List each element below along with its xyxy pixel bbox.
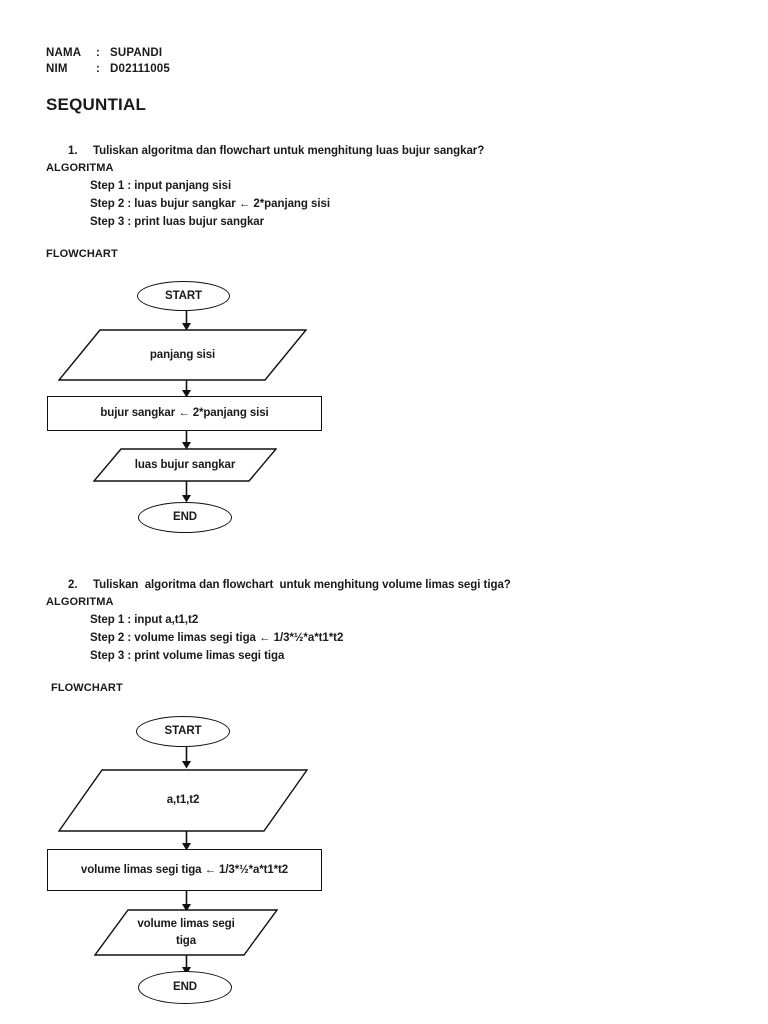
flowchart-1-connector-process-output <box>180 430 193 450</box>
flowchart-2-start-node: START <box>136 716 230 747</box>
student-name-value: SUPANDI <box>110 47 163 59</box>
student-nim-label: NIM <box>46 63 68 75</box>
question-2-number: 2. <box>68 579 78 591</box>
flowchart-1-connector-start-input <box>180 311 193 331</box>
question-2-algoritma-label: ALGORITMA <box>46 596 114 608</box>
question-1-step-3: Step 3 : print luas bujur sangkar <box>90 216 265 228</box>
page-title: SEQUNTIAL <box>46 95 147 114</box>
question-2-text: Tuliskan algoritma dan flowchart untuk m… <box>93 579 511 591</box>
flowchart-2-process-node: volume limas segi tiga ← 1/3*½*a*t1*t2 <box>47 849 322 891</box>
student-name-label: NAMA <box>46 47 82 59</box>
question-1-number: 1. <box>68 145 78 157</box>
question-1-text: Tuliskan algoritma dan flowchart untuk m… <box>93 145 485 157</box>
flowchart-2-start-label: START <box>164 725 202 738</box>
flowchart-1-connector-output-end <box>180 481 193 503</box>
flowchart-2-end-node: END <box>138 971 232 1004</box>
flowchart-2-connector-start-input <box>180 747 193 769</box>
question-2-step-3: Step 3 : print volume limas segi tiga <box>90 650 285 662</box>
question-2-step-1: Step 1 : input a,t1,t2 <box>90 614 199 626</box>
flowchart-2-connector-process-output <box>180 890 193 912</box>
flowchart-2-connector-input-process <box>180 831 193 851</box>
flowchart-1-connector-input-process <box>180 380 193 398</box>
question-1-algoritma-label: ALGORITMA <box>46 162 114 174</box>
flowchart-2-process-label: volume limas segi tiga ← 1/3*½*a*t1*t2 <box>80 863 289 876</box>
student-nim-value: D02111005 <box>110 63 171 75</box>
flowchart-2-input-node: a,t1,t2 <box>58 769 308 832</box>
student-nim-separator: : <box>96 63 101 75</box>
student-name-separator: : <box>96 47 101 59</box>
question-2-flowchart-label: FLOWCHART <box>51 682 123 694</box>
question-1-flowchart-label: FLOWCHART <box>46 248 118 260</box>
flowchart-2-output-node: volume limas segi tiga <box>94 909 278 956</box>
question-1-step-1: Step 1 : input panjang sisi <box>90 180 232 192</box>
flowchart-2-end-label: END <box>173 981 197 994</box>
question-2-step-2: Step 2 : volume limas segi tiga ← 1/3*½*… <box>90 632 344 644</box>
question-1-step-2: Step 2 : luas bujur sangkar ← 2*panjang … <box>90 198 331 210</box>
